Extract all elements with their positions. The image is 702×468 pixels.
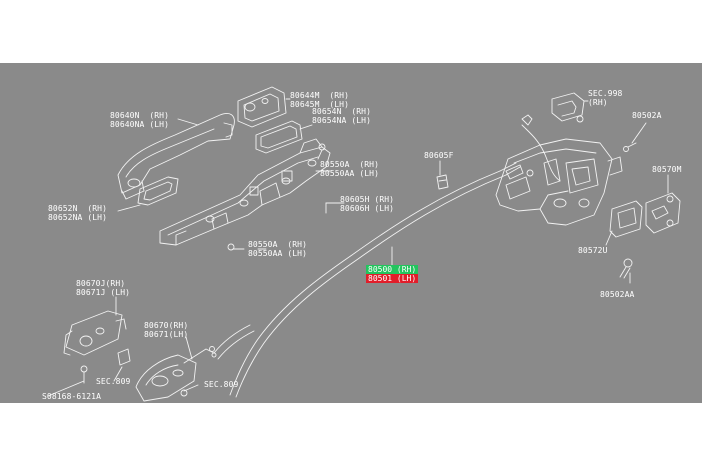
screw-80550a-part bbox=[228, 144, 325, 250]
striker-part bbox=[646, 193, 680, 233]
screw-80502aa-part bbox=[620, 259, 632, 278]
clip-80605f-part bbox=[437, 175, 448, 189]
door-lock-cable-part bbox=[184, 163, 523, 397]
label-80670: 80670(RH)80671(LH) bbox=[144, 321, 189, 339]
label-sec809-left: SEC.809 bbox=[96, 377, 131, 386]
label-80652n: 80652N (RH)80652NA (LH) bbox=[48, 204, 107, 222]
handle-cover-part bbox=[238, 87, 286, 127]
label-80644m: 80644M (RH)80645M (LH) bbox=[290, 91, 349, 109]
label-sec809-right: SEC.809 bbox=[204, 380, 239, 389]
label-80670j: 80670J(RH)80671J (LH) bbox=[76, 279, 131, 297]
label-80654n: 80654N (RH)80654NA (LH) bbox=[312, 107, 371, 125]
label-80550a-bottom: 80550A (RH)80550AA (LH) bbox=[248, 240, 307, 258]
label-80501-highlight[interactable]: 80501 (LH) bbox=[366, 274, 419, 283]
striker-shim-part bbox=[610, 201, 642, 237]
label-80500-highlight[interactable]: 80500 (RH) bbox=[366, 265, 419, 274]
label-80502a: 80502A bbox=[632, 111, 662, 120]
label-08168: S08168-6121A bbox=[42, 392, 101, 401]
inside-handle-part bbox=[136, 355, 196, 401]
label-80640n: 80640N (RH)80640NA (LH) bbox=[110, 111, 169, 129]
handle-escutcheon-part bbox=[138, 177, 178, 205]
label-sec998: SEC.998(RH) bbox=[588, 89, 623, 107]
inside-handle-bracket-part bbox=[64, 311, 126, 355]
door-handle-lock-exploded-view bbox=[0, 63, 702, 403]
door-lock-assembly-part bbox=[496, 139, 636, 225]
label-80570m: 80570M bbox=[652, 165, 682, 174]
outside-handle-part bbox=[118, 113, 234, 199]
label-80550a-top: 80550A (RH)80550AA (LH) bbox=[320, 160, 379, 178]
leader-lines bbox=[48, 99, 668, 396]
label-80502aa: 80502AA bbox=[600, 290, 635, 299]
lock-rod-part bbox=[522, 115, 560, 181]
parts-diagram-panel: 80644M (RH)80645M (LH) 80654N (RH)80654N… bbox=[0, 63, 702, 403]
handle-bracket-part bbox=[160, 139, 330, 245]
lock-actuator-part bbox=[552, 93, 584, 122]
label-80605h: 80605H (RH)80606H (LH) bbox=[340, 195, 395, 213]
label-80572u: 80572U bbox=[578, 246, 608, 255]
label-80605f: 80605F bbox=[424, 151, 454, 160]
handle-gasket-part bbox=[256, 121, 302, 153]
